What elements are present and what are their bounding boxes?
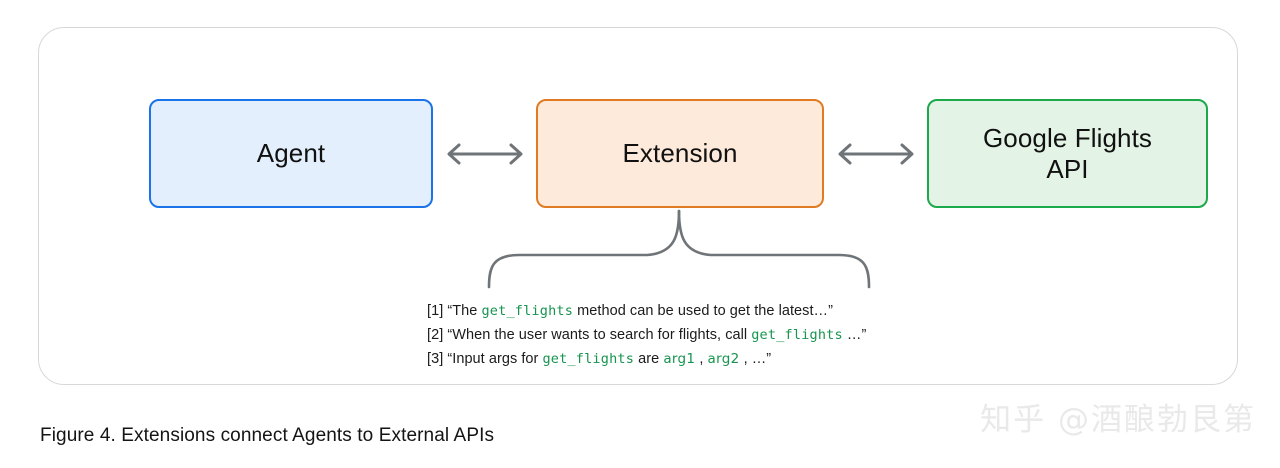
detail-text-3-part-1: “Input args for	[447, 351, 543, 367]
detail-text-1-part-1: “The	[447, 303, 482, 319]
detail-code-3: get_flights	[542, 351, 635, 367]
detail-text-2-part-1: “When the user wants to search for fligh…	[447, 327, 752, 343]
detail-text-3-part-4: , …”	[739, 351, 772, 367]
node-agent-label: Agent	[256, 138, 326, 169]
list-item: [3] “Input args for get_flights are arg1…	[427, 347, 1127, 371]
detail-code-1: get_flights	[481, 303, 574, 319]
detail-index-2: [2]	[427, 327, 444, 343]
double-arrow-icon-extension-api	[828, 138, 924, 170]
node-extension[interactable]: Extension	[536, 99, 824, 208]
node-agent[interactable]: Agent	[149, 99, 433, 208]
detail-code-2: get_flights	[751, 327, 843, 343]
detail-arg-1: arg1	[663, 351, 696, 367]
node-google-flights-api-label: Google Flights API	[983, 123, 1152, 184]
extension-details-list: [1] “The get_flights method can be used …	[427, 299, 1127, 371]
figure-card: Agent Extension Google Flights API	[38, 27, 1238, 385]
curly-brace-icon	[479, 209, 879, 289]
double-arrow-icon-agent-extension	[437, 138, 533, 170]
detail-text-3-part-2: are	[634, 351, 664, 367]
node-api-label-line1: Google Flights	[982, 122, 1153, 153]
detail-index-3: [3]	[427, 351, 444, 367]
figure-caption: Figure 4. Extensions connect Agents to E…	[40, 425, 495, 446]
node-google-flights-api[interactable]: Google Flights API	[927, 99, 1208, 208]
detail-text-1-part-2: method can be used to get the latest…”	[573, 303, 833, 319]
detail-index-1: [1]	[427, 303, 444, 319]
list-item: [1] “The get_flights method can be used …	[427, 299, 1127, 323]
node-api-label-line2: API	[1046, 153, 1089, 184]
list-item: [2] “When the user wants to search for f…	[427, 323, 1127, 347]
detail-arg-2: arg2	[707, 351, 740, 367]
watermark: 知乎 @酒酿勃艮第	[980, 402, 1256, 438]
node-extension-label: Extension	[622, 138, 738, 169]
detail-text-2-part-2: …”	[842, 327, 867, 343]
detail-text-3-part-3: ,	[695, 351, 708, 367]
